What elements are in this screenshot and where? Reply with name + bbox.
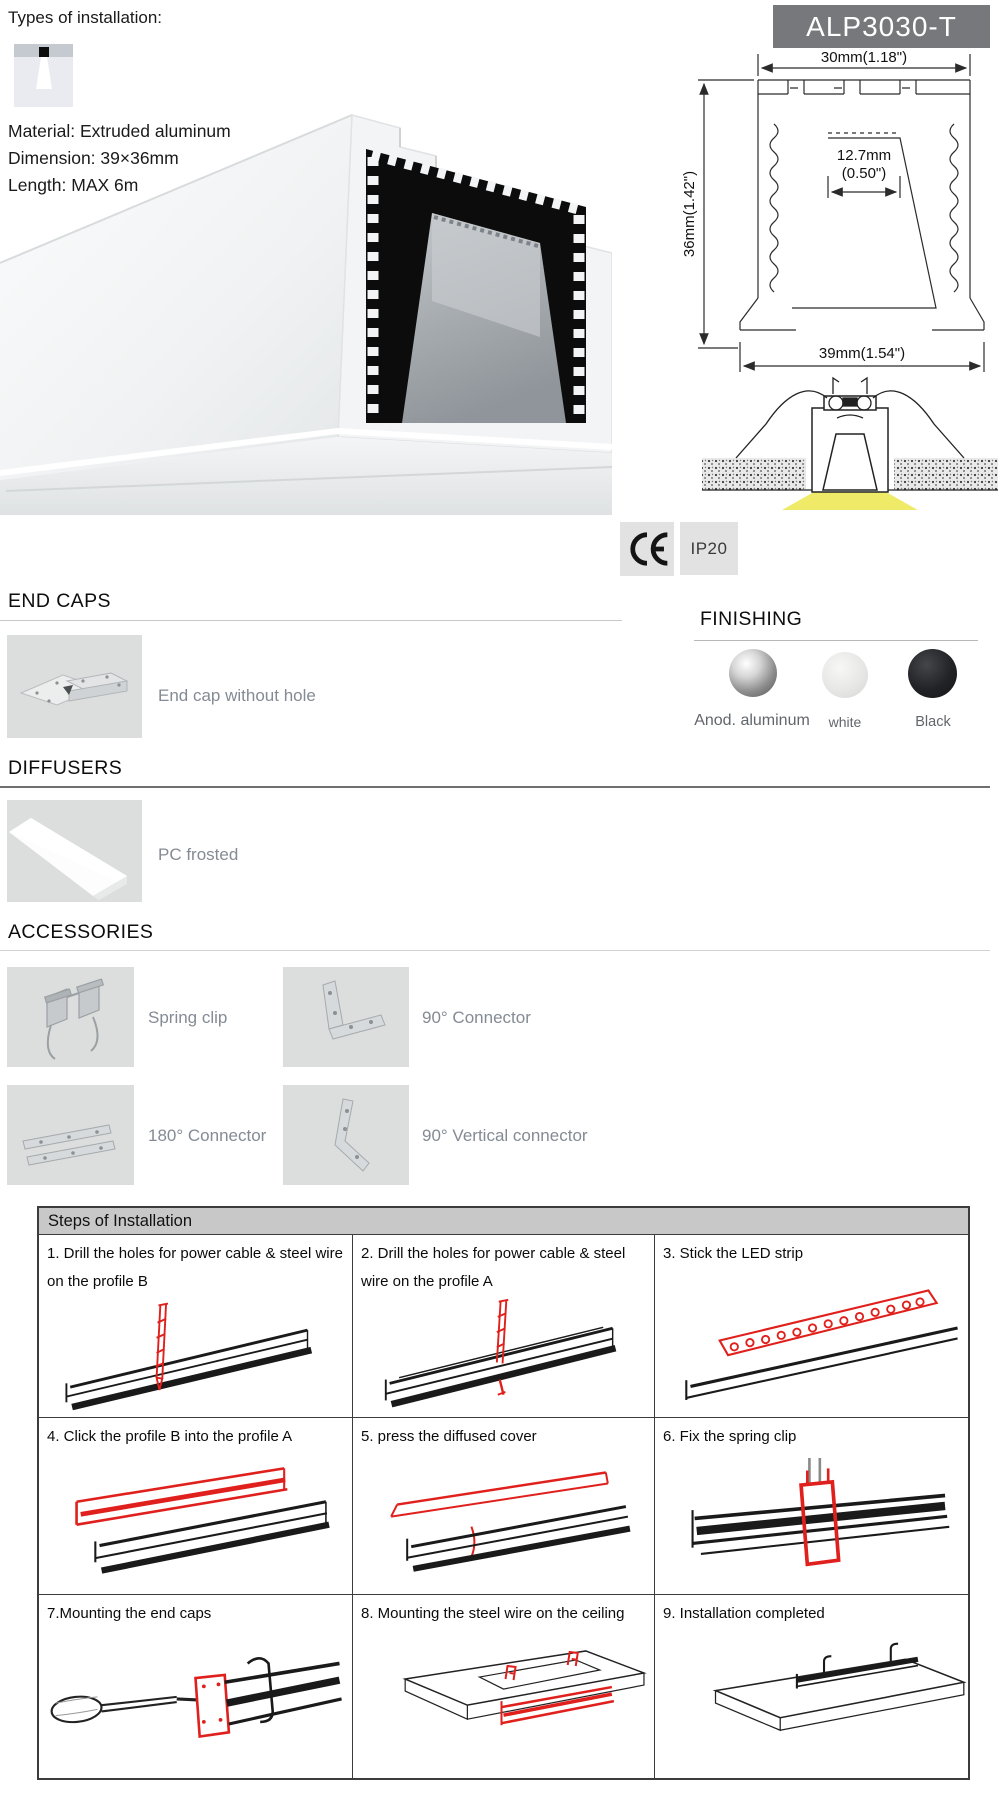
installation-steps-table: Steps of Installation 1. Drill the holes… — [37, 1206, 970, 1780]
step-cell-9: 9. Installation completed — [654, 1594, 968, 1778]
finishing-heading: FINISHING — [700, 608, 803, 630]
step-art-click-profiles — [39, 1451, 352, 1594]
finish-label-white: white — [828, 714, 862, 730]
step-art-drill-profile-a — [353, 1296, 654, 1418]
diffusers-heading: DIFFUSERS — [8, 757, 123, 779]
step-caption-9: 9. Installation completed — [663, 1605, 825, 1622]
end-caps-rule — [0, 620, 622, 621]
dim-inner-in: (0.50") — [842, 165, 887, 182]
spec-material: Material: Extruded aluminum — [8, 121, 231, 141]
step-caption-4: 4. Click the profile B into the profile … — [47, 1428, 293, 1445]
end-cap-label: End cap without hole — [158, 686, 316, 705]
dim-height: 36mm(1.42") — [681, 171, 698, 257]
finish-swatch-white — [822, 652, 868, 698]
end-caps-heading: END CAPS — [8, 590, 111, 612]
connector-90-image — [283, 967, 409, 1067]
product-code-badge: ALP3030-T — [773, 5, 990, 48]
finish-label-black: Black — [915, 714, 951, 730]
diffusers-rule — [0, 786, 990, 788]
step-cell-6: 6. Fix the spring clip — [654, 1417, 968, 1594]
ce-icon — [630, 532, 668, 566]
dim-width-bottom: 39mm(1.54") — [819, 345, 905, 362]
connector-180-image — [7, 1085, 134, 1185]
ip-rating: IP20 — [690, 538, 728, 558]
step-cell-4: 4. Click the profile B into the profile … — [39, 1417, 352, 1594]
step-cell-7: 7.Mounting the end caps — [39, 1594, 352, 1778]
finish-swatch-black — [908, 649, 957, 698]
step-art-spring-clip — [655, 1451, 968, 1594]
step-caption-3: 3. Stick the LED strip — [663, 1245, 804, 1262]
recessed-installation-icon — [14, 44, 73, 112]
step-cell-8: 8. Mounting the steel wire on the ceilin… — [352, 1594, 654, 1778]
step-art-end-caps — [39, 1628, 352, 1778]
step-cell-3: 3. Stick the LED strip — [654, 1235, 968, 1417]
types-of-installation-label: Types of installation: — [8, 8, 163, 27]
step-art-drill-profile-b — [39, 1296, 352, 1418]
cross-section-drawing: 30mm(1.18") 36mm(1.42") 12.7mm (0.50") 3… — [678, 46, 990, 376]
diffuser-label: PC frosted — [158, 845, 239, 864]
ce-mark-badge — [620, 522, 674, 576]
dim-width-top: 30mm(1.18") — [821, 49, 907, 66]
connector-180-label: 180° Connector — [148, 1126, 267, 1145]
step-cell-2: 2. Drill the holes for power cable & ste… — [352, 1235, 654, 1417]
step-caption-5: 5. press the diffused cover — [361, 1428, 537, 1445]
steps-grid: 1. Drill the holes for power cable & ste… — [39, 1235, 968, 1778]
step-cell-1: 1. Drill the holes for power cable & ste… — [39, 1235, 352, 1417]
step-caption-2: 2. Drill the holes for power cable & ste… — [361, 1245, 626, 1290]
step-cell-5: 5. press the diffused cover — [352, 1417, 654, 1594]
ip20-badge: IP20 — [680, 522, 738, 575]
step-caption-6: 6. Fix the spring clip — [663, 1428, 797, 1445]
step-art-completed — [655, 1628, 968, 1778]
connector-90-vertical-label: 90° Vertical connector — [422, 1126, 588, 1145]
steps-header: Steps of Installation — [39, 1208, 968, 1235]
step-caption-7: 7.Mounting the end caps — [47, 1605, 212, 1622]
spring-clip-label: Spring clip — [148, 1008, 228, 1027]
accessories-rule — [0, 950, 990, 951]
step-art-led-strip — [655, 1268, 968, 1417]
finishing-rule — [694, 640, 978, 641]
finish-swatch-anod-aluminum — [729, 649, 777, 697]
finish-label-anod: Anod. aluminum — [694, 712, 810, 729]
dim-inner-mm: 12.7mm — [837, 147, 891, 164]
step-caption-8: 8. Mounting the steel wire on the ceilin… — [361, 1605, 625, 1622]
spring-clip-image — [7, 967, 134, 1067]
diffuser-image — [7, 800, 142, 902]
accessories-heading: ACCESSORIES — [8, 921, 154, 943]
product-specs: Material: Extruded aluminum Dimension: 3… — [8, 118, 231, 199]
product-code: ALP3030-T — [806, 10, 957, 42]
step-art-steel-wire-ceiling — [353, 1628, 654, 1778]
hero-profile-render — [0, 85, 613, 515]
connector-90-vertical-image — [283, 1085, 409, 1185]
step-caption-1: 1. Drill the holes for power cable & ste… — [47, 1245, 343, 1290]
spec-length: Length: MAX 6m — [8, 175, 139, 195]
end-cap-image — [7, 635, 142, 738]
step-art-press-cover — [353, 1451, 654, 1594]
connector-90-label: 90° Connector — [422, 1008, 531, 1027]
spec-dimension: Dimension: 39×36mm — [8, 148, 179, 168]
mounting-diagram — [700, 368, 1000, 510]
